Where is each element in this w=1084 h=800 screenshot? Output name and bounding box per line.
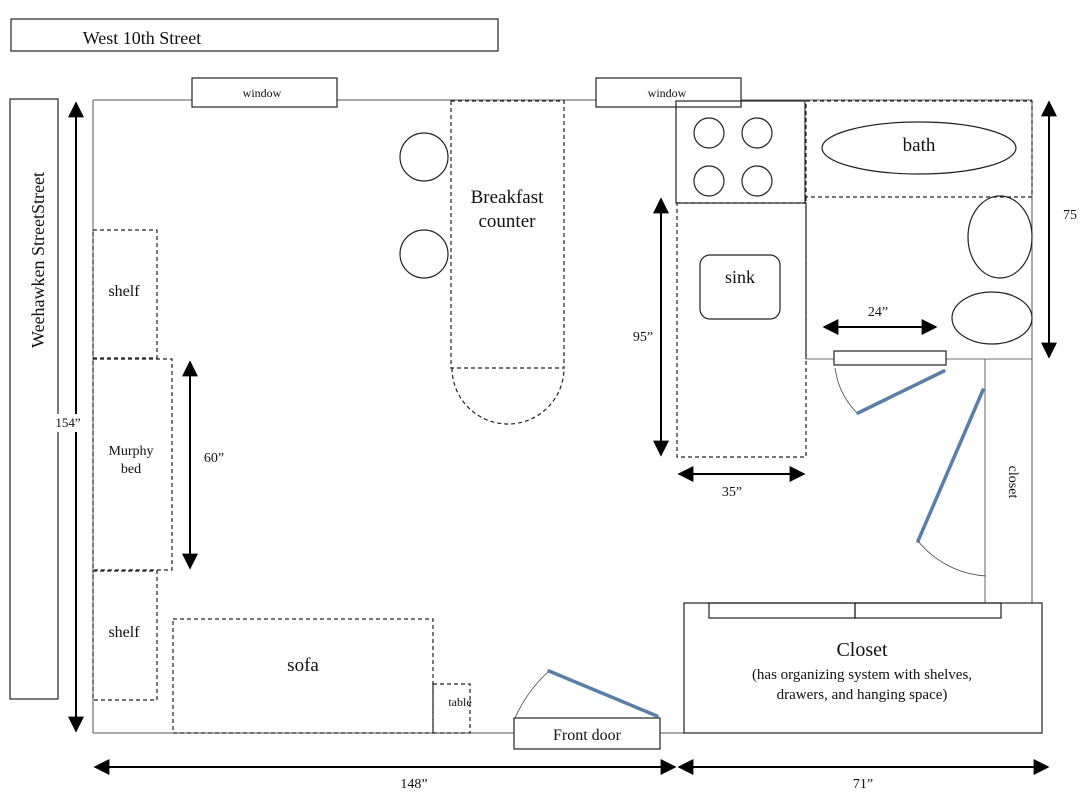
dimension-label-width-right: 71”	[853, 777, 873, 792]
large-closet-desc-2: drawers, and hanging space)	[777, 687, 948, 703]
bathroom-door	[856, 369, 946, 415]
burner-4	[741, 165, 773, 197]
front-door	[547, 669, 659, 718]
burner-3	[693, 165, 725, 197]
toilet	[967, 195, 1033, 279]
front-door-label: Front door	[553, 727, 622, 744]
dimension-label-kitchen-width: 35”	[722, 485, 742, 500]
breakfast-counter-curve	[451, 367, 565, 425]
bathroom-door-frame	[833, 350, 947, 366]
dimension-label-width-main: 148”	[400, 777, 427, 792]
murphy-bed-label-2: bed	[121, 462, 141, 477]
sofa-label: sofa	[287, 655, 319, 676]
dimension-label-kitchen-height: 95”	[633, 330, 653, 345]
window-right-label: window	[648, 86, 687, 100]
front-door-swing	[514, 671, 549, 719]
bathtub	[821, 121, 1017, 175]
stool-2	[399, 229, 449, 279]
shelf-top	[92, 229, 158, 359]
kitchen-counter	[676, 202, 807, 458]
large-closet-title: Closet	[836, 639, 888, 661]
large-closet-door-1	[708, 602, 856, 619]
shelf-bottom	[92, 570, 158, 701]
shelf-bottom-label: shelf	[108, 624, 140, 641]
murphy-bed	[92, 358, 173, 571]
large-closet-door-2	[854, 602, 1002, 619]
side-table-label: table	[448, 695, 471, 709]
sink-label: sink	[725, 267, 755, 287]
murphy-bed-label-1: Murphy	[108, 444, 153, 459]
sink	[699, 254, 781, 320]
street-label-top: West 10th Street	[83, 28, 202, 48]
street-label-left: Weehawken StreetStreet	[28, 172, 48, 348]
burner-2	[741, 117, 773, 149]
burner-1	[693, 117, 725, 149]
dimension-label-bath-height: 75	[1063, 208, 1077, 223]
window-left	[191, 77, 338, 108]
bathroom-sink	[951, 291, 1033, 345]
front-door-frame	[513, 717, 661, 750]
small-closet-door	[916, 388, 985, 543]
window-left-label: window	[243, 86, 282, 100]
dimension-label-height: 154”	[55, 415, 81, 430]
breakfast-counter-label-1: Breakfast	[471, 187, 545, 208]
dimension-label-height-bg	[55, 414, 79, 432]
stool-1	[399, 132, 449, 182]
dimension-label-murphy: 60”	[204, 451, 224, 466]
street-label-top-box	[10, 18, 499, 52]
breakfast-counter-label-2: counter	[479, 211, 537, 232]
bathroom-door-swing	[834, 367, 859, 415]
large-closet-desc-1: (has organizing system with shelves,	[752, 667, 972, 683]
bath-label: bath	[903, 135, 936, 156]
street-label-left-box	[9, 98, 59, 700]
breakfast-counter	[450, 100, 565, 369]
small-closet-label: closet	[1005, 466, 1020, 499]
side-table	[432, 683, 471, 734]
small-closet-door-swing	[917, 540, 987, 577]
window-right	[595, 77, 742, 108]
shelf-top-label: shelf	[108, 283, 140, 300]
bathroom-top	[805, 100, 1033, 198]
dimension-label-bath-door: 24”	[868, 305, 888, 320]
sofa	[172, 618, 434, 734]
